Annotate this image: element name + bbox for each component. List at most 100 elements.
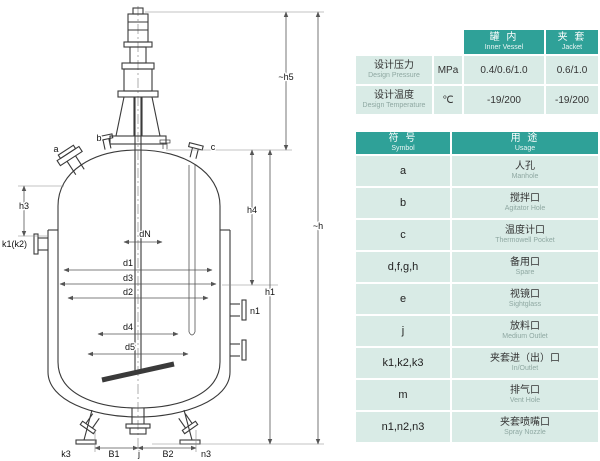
nozzle-label-b: b [96,133,101,143]
dim-label-b1: B1 [108,449,119,459]
bottom-outlet [125,408,151,435]
dim-label-d3: d3 [123,273,133,283]
nozzle-label-k1k2: k1(k2) [2,239,27,249]
usage-cn: 人孔 [515,161,535,172]
nozzle-label-n1: n1 [250,306,260,316]
design-pressure-cn: 设计压力 [374,60,414,71]
usage-cn: 备用口 [510,257,540,268]
dim-label-h3: h3 [19,201,29,211]
symbol-row-k: k1,k2,k3 夹套进（出）口 In/Outlet [354,346,600,380]
usage-cell: 人孔 Manhole [450,154,600,188]
usage-cn: 搅拌口 [510,193,540,204]
symbol-row-c: c 温度计口 Thermowell Pocket [354,218,600,252]
symbol-header-cn: 符 号 [388,133,418,144]
usage-cell: 夹套喷嘴口 Spray Nozzle [450,410,600,444]
symbol-row-dfgh: d,f,g,h 备用口 Spare [354,250,600,284]
dimension-lines [21,11,321,451]
jacket-label-en: Jacket [561,44,583,51]
symbol-cell: m [354,378,452,412]
jacket-outlet-nozzle [79,413,100,435]
symbol-row-e: e 视镜口 Sightglass [354,282,600,316]
dim-label-d5: d5 [125,342,135,352]
jacket-label-cn: 夹 套 [557,32,587,43]
usage-cn: 温度计口 [505,225,545,236]
symbol-cell: a [354,154,452,188]
design-pressure-en: Design Pressure [368,72,420,79]
symbol-cell: c [354,218,452,252]
nozzle-label-n3: n3 [201,449,211,459]
symbol-cell: b [354,186,452,220]
thermowell-tube [188,165,196,336]
nozzle-label-a: a [53,144,58,154]
usage-cell: 搅拌口 Agitator Hole [450,186,600,220]
usage-en: Vent Hole [509,397,541,404]
nozzle-label-c: c [211,142,216,152]
usage-cn: 排气口 [510,385,540,396]
spec-header-row: 罐 内 Inner Vessel 夹 套 Jacket [354,28,600,56]
design-pressure-label-cell: 设计压力 Design Pressure [354,54,434,86]
symbol-row-j: j 放料口 Medium Outlet [354,314,600,348]
design-pressure-jacket-value: 0.6/1.0 [544,54,600,86]
design-temperature-label-cell: 设计温度 Design Temperature [354,84,434,116]
design-temperature-jacket-value: -19/200 [544,84,600,116]
symbol-cell: j [354,314,452,348]
dim-label-d4: d4 [123,322,133,332]
usage-header-cn: 用 途 [510,133,540,144]
design-temperature-en: Design Temperature [362,102,426,109]
vessel-shell [57,149,221,409]
dim-label-h5: ~h5 [278,72,293,82]
usage-en: Manhole [511,173,539,180]
tables-panel: 罐 内 Inner Vessel 夹 套 Jacket 设计压力 Design … [354,28,600,444]
dim-label-d2: d2 [123,287,133,297]
usage-cn: 放料口 [510,321,540,332]
jacket-inlet-nozzle [33,233,48,255]
spec-header-blank-cell [354,28,464,56]
support-legs [75,409,201,445]
symbol-cell: e [354,282,452,316]
usage-cell: 温度计口 Thermowell Pocket [450,218,600,252]
jacket [47,229,231,418]
usage-cell: 备用口 Spare [450,250,600,284]
symbol-cell: k1,k2,k3 [354,346,452,380]
usage-en: Medium Outlet [502,333,548,340]
design-spec-table: 罐 内 Inner Vessel 夹 套 Jacket 设计压力 Design … [354,28,600,116]
usage-cell: 夹套进（出）口 In/Outlet [450,346,600,380]
design-temperature-row: 设计温度 Design Temperature ℃ -19/200 -19/20… [354,84,600,116]
usage-cn: 夹套进（出）口 [490,353,560,364]
spray-nozzle-n2 [230,339,247,361]
symbol-row-m: m 排气口 Vent Hole [354,378,600,412]
usage-en: Spare [515,269,535,276]
symbol-header-row: 符 号 Symbol 用 途 Usage [354,130,600,156]
usage-en: Spray Nozzle [504,429,546,436]
inner-vessel-label-cn: 罐 内 [489,32,519,43]
symbol-header-en: Symbol [391,145,415,152]
symbol-column-header: 符 号 Symbol [354,130,452,156]
usage-cell: 放料口 Medium Outlet [450,314,600,348]
symbol-table: 符 号 Symbol 用 途 Usage a 人孔 Manhole b 搅拌口 [354,130,600,444]
usage-en: Agitator Hole [504,205,546,212]
symbol-row-b: b 搅拌口 Agitator Hole [354,186,600,220]
design-pressure-unit: MPa [432,54,464,86]
spec-header-inner-vessel: 罐 内 Inner Vessel [462,28,546,56]
symbol-cell: d,f,g,h [354,250,452,284]
dim-label-d1: d1 [123,258,133,268]
design-temperature-cn: 设计温度 [374,90,414,101]
dim-label-h4: h4 [247,205,257,215]
dim-label-h1: h1 [265,287,275,297]
usage-cn: 视镜口 [510,289,540,300]
usage-column-header: 用 途 Usage [450,130,600,156]
drawing-labels: a b c h3 h4 ~h5 ~h h1 dN d1 d3 d2 d4 d5 … [1,71,325,461]
symbol-cell: n1,n2,n3 [354,410,452,444]
design-pressure-row: 设计压力 Design Pressure MPa 0.4/0.6/1.0 0.6… [354,54,600,86]
spare-nozzle [159,139,171,149]
symbol-row-a: a 人孔 Manhole [354,154,600,188]
design-pressure-inner-value: 0.4/0.6/1.0 [462,54,546,86]
dim-label-dn: dN [139,229,151,239]
vessel-diagram: a b c h3 h4 ~h5 ~h h1 dN d1 d3 d2 d4 d5 … [1,6,325,461]
usage-en: Thermowell Pocket [495,237,555,244]
usage-en: Sightglass [508,301,542,308]
agitator-hole-nozzle [97,133,114,150]
design-temperature-inner-value: -19/200 [462,84,546,116]
usage-en: In/Outlet [511,365,539,372]
